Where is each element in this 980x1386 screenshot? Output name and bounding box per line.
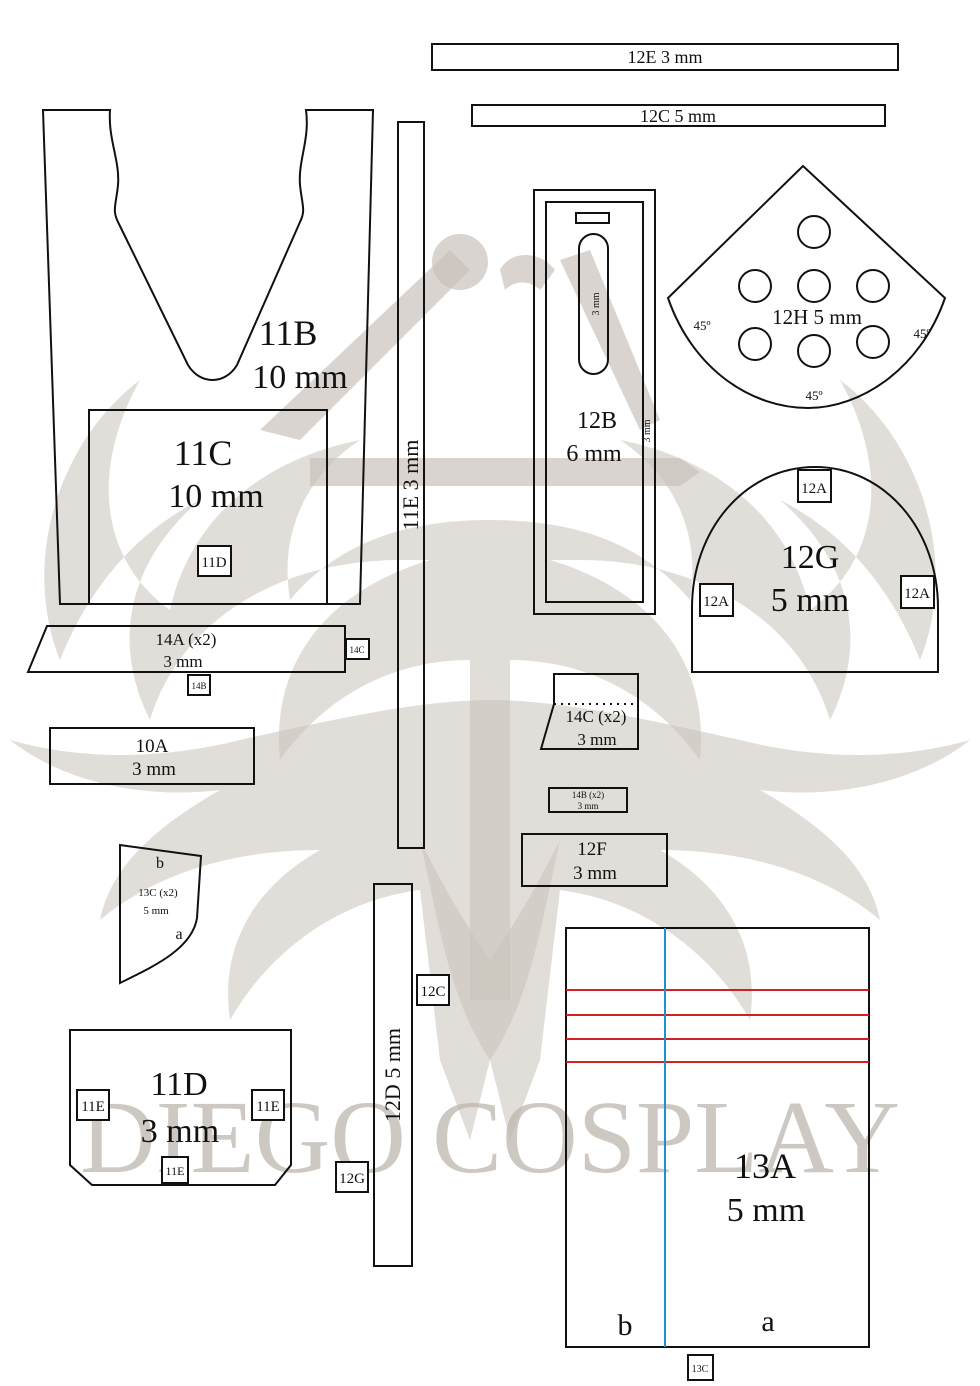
piece-12b-outer — [533, 189, 656, 615]
piece-13c — [119, 843, 203, 985]
piece-11d-name: 11D — [150, 1066, 207, 1103]
tag-13c-label: 13C — [692, 1364, 709, 1375]
piece-13a-thickness: 5 mm — [727, 1192, 805, 1229]
piece-12h-angle-left: 45º — [693, 318, 710, 333]
piece-12b-slot — [578, 233, 609, 375]
piece-12b-inner — [545, 201, 644, 603]
piece-14b-thickness: 3 mm — [578, 801, 599, 811]
piece-14a — [26, 625, 346, 673]
piece-11e-long-label: 11E 3 mm — [398, 440, 423, 531]
piece-13a-name: 13A — [734, 1146, 796, 1186]
piece-12b-name: 12B — [577, 408, 617, 434]
piece-14c — [539, 673, 639, 750]
piece-11b-thickness: 10 mm — [252, 359, 347, 396]
piece-13a-red-guides — [566, 989, 869, 1063]
hole — [856, 325, 890, 359]
tag-11d — [197, 545, 232, 577]
watermark-text: DIEGO COSPLAY — [80, 1080, 900, 1195]
tag-12a-right — [900, 575, 935, 609]
tag-11e-bottom-label: 11E — [166, 1164, 185, 1178]
tag-14b — [187, 674, 211, 696]
piece-11d — [69, 1029, 292, 1186]
tag-14c-label: 14C — [349, 645, 364, 655]
tag-12a-top-label: 12A — [801, 481, 827, 497]
tag-12a-right-label: 12A — [904, 586, 930, 602]
tag-11e-left — [76, 1089, 110, 1121]
tag-14c — [345, 638, 370, 660]
piece-12e — [431, 43, 899, 71]
piece-12h-angle-bottom: 45º — [805, 388, 822, 403]
piece-11c — [88, 409, 328, 605]
piece-10a-thickness: 3 mm — [132, 759, 176, 780]
tag-14b-label: 14B — [191, 681, 206, 691]
watermark-emblem — [10, 380, 970, 1140]
hole — [738, 327, 772, 361]
hole — [738, 269, 772, 303]
piece-10a-name: 10A — [136, 736, 169, 757]
tag-12a-left-label: 12A — [703, 594, 729, 610]
piece-11c-thickness: 10 mm — [168, 478, 263, 515]
piece-14b — [548, 787, 628, 813]
piece-12e-label: 12E 3 mm — [628, 47, 703, 67]
piece-13a — [565, 927, 870, 1348]
piece-13c-name: 13C (x2) — [138, 887, 178, 899]
piece-12c-label: 12C 5 mm — [640, 106, 716, 126]
piece-13a-side-a: a — [761, 1305, 774, 1338]
piece-13c-side-a: a — [175, 926, 182, 943]
tag-11e-right-label: 11E — [256, 1099, 280, 1115]
piece-12h — [666, 164, 947, 410]
piece-11d-thickness: 3 mm — [141, 1113, 219, 1150]
piece-12g — [691, 465, 939, 673]
piece-11b — [41, 109, 375, 605]
watermark-tools — [260, 234, 700, 486]
tag-12g — [335, 1161, 369, 1193]
piece-12h-angle-right: 45º — [913, 326, 930, 341]
piece-12c — [471, 104, 886, 127]
piece-12h-label: 12H 5 mm — [772, 305, 862, 329]
tag-11e-left-label: 11E — [81, 1099, 105, 1115]
piece-12d-label: 12D 5 mm — [380, 1028, 405, 1122]
hole — [797, 269, 831, 303]
piece-13c-side-b: b — [156, 855, 164, 872]
tag-13c — [687, 1354, 714, 1381]
hole — [797, 334, 831, 368]
tag-12c-label: 12C — [420, 984, 445, 1000]
piece-14b-name: 14B (x2) — [572, 790, 604, 800]
piece-14a-name: 14A (x2) — [156, 630, 217, 649]
piece-12b-notch — [575, 212, 610, 224]
tag-11e-bottom — [161, 1156, 189, 1184]
piece-12b-slot-note: 3 mm — [591, 292, 602, 315]
tag-12a-top — [797, 469, 832, 503]
tag-11d-label: 11D — [201, 555, 226, 571]
piece-14a-thickness: 3 mm — [163, 652, 202, 671]
piece-13c-thickness: 5 mm — [143, 905, 169, 917]
piece-11c-name: 11C — [174, 433, 233, 473]
piece-11b-name: 11B — [259, 313, 318, 353]
piece-14c-thickness: 3 mm — [577, 730, 616, 749]
piece-12g-thickness: 5 mm — [771, 582, 849, 619]
tag-12c — [416, 974, 450, 1006]
tag-11e-right — [251, 1089, 285, 1121]
piece-12d — [373, 883, 413, 1267]
piece-14c-name: 14C (x2) — [566, 707, 627, 726]
piece-11e-long — [397, 121, 425, 849]
piece-12f-thickness: 3 mm — [573, 863, 617, 884]
piece-12b-thickness: 6 mm — [566, 441, 622, 467]
piece-12b-edge-note: 3 mm — [642, 419, 653, 442]
piece-12f — [521, 833, 668, 887]
piece-12h-holes — [738, 215, 890, 368]
piece-12f-name: 12F — [577, 839, 607, 860]
piece-10a — [49, 727, 255, 785]
piece-13a-side-b: b — [618, 1309, 633, 1342]
hole — [797, 215, 831, 249]
piece-12g-name: 12G — [781, 539, 840, 576]
tag-12a-left — [699, 583, 734, 617]
tag-12g-label: 12G — [339, 1171, 365, 1187]
hole — [856, 269, 890, 303]
